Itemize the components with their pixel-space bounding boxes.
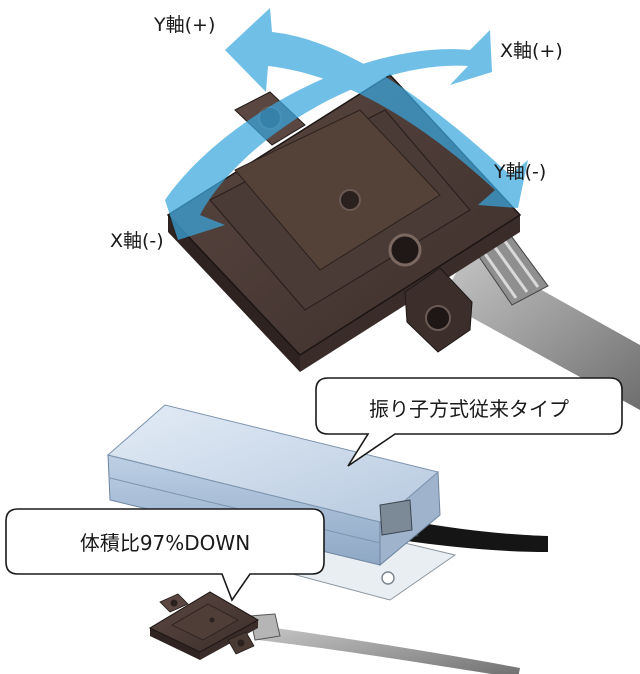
y-plus-axis-label: Y軸(+): [154, 14, 216, 36]
volume-ratio-label: 体積比97%DOWN: [79, 531, 251, 555]
callout-volume-ratio: [5, 508, 325, 602]
x-plus-axis-label: X軸(+): [500, 40, 563, 62]
callout-conventional: [315, 377, 623, 467]
conventional-type-label: 振り子方式従来タイプ: [369, 397, 569, 421]
y-minus-axis-label: Y軸(-): [494, 161, 547, 183]
small-sensor-cable: [249, 613, 520, 674]
x-minus-axis-label: X軸(-): [110, 230, 164, 252]
axis-arrows: [165, 8, 528, 240]
small-sensor-body: [148, 591, 260, 660]
